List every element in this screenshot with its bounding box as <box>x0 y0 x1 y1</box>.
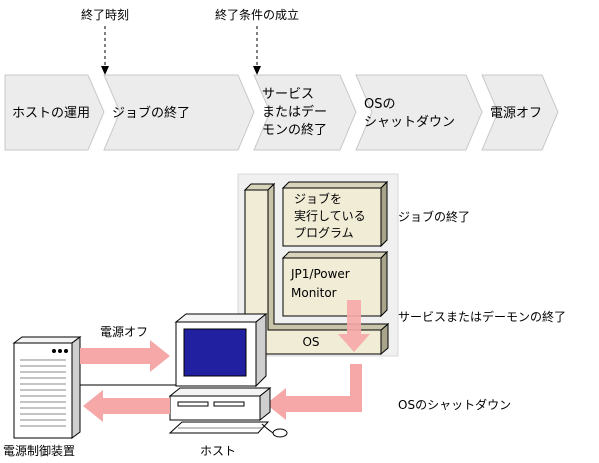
marker-condition-arrowhead <box>253 66 261 75</box>
job-box-side <box>380 180 388 248</box>
job-program-box <box>282 187 382 247</box>
power-control-unit <box>12 336 82 439</box>
stage-job-end-label: ジョブの終了 <box>112 105 190 121</box>
job-program-line3: プログラム <box>294 226 354 240</box>
stage-power-off-label: 電源オフ <box>490 106 542 121</box>
power-unit-led-1 <box>52 349 56 353</box>
power-off-label: 電源オフ <box>100 325 148 339</box>
monitor-side <box>255 312 267 388</box>
monitor-screen <box>183 328 247 377</box>
stage-service-end-line1: サービス <box>262 87 314 102</box>
drive-slot-1 <box>177 401 209 407</box>
jp1-power-monitor-box <box>282 257 382 317</box>
drive-slot-2 <box>213 401 245 407</box>
marker-end-time-arrowhead <box>101 66 109 75</box>
system-unit-top <box>168 387 272 397</box>
power-unit-led-3 <box>64 349 68 353</box>
stage-service-end-line2: またはデー <box>262 104 327 120</box>
stage-job-end <box>103 74 255 151</box>
jp1-box-top <box>281 251 389 259</box>
stage-service-end-line3: モンの終了 <box>262 122 327 138</box>
jp1-line2: Monitor <box>291 286 337 300</box>
monitor-top <box>174 313 268 323</box>
stage-os-shutdown-line2: シャットダウン <box>364 115 455 130</box>
job-program-line1: ジョブを <box>294 191 342 206</box>
host-computer <box>168 312 288 438</box>
stage-power-off <box>481 74 559 151</box>
system-unit-body <box>169 395 261 421</box>
host-label: ホスト <box>200 444 236 458</box>
job-program-line2: 実行している <box>294 208 366 223</box>
power-off-arrow <box>80 340 170 372</box>
mouse-cable <box>261 423 274 434</box>
stage-os-shutdown-line1: OSの <box>364 97 396 112</box>
mouse <box>272 428 288 438</box>
side-label-job-end: ジョブの終了 <box>398 209 470 224</box>
power-unit-led-2 <box>58 349 62 353</box>
timeline: 終了時刻 終了条件の成立 ホストの運用 ジョブの終了 サービス またはデー モン… <box>4 7 559 151</box>
power-unit-label: 電源制御装置 <box>3 443 75 458</box>
side-label-os-shutdown: OSのシャットダウン <box>398 397 511 412</box>
power-unit-top <box>12 336 82 344</box>
host-to-power-unit-arrow <box>83 390 170 422</box>
power-unit-side <box>71 336 81 439</box>
os-shutdown-arrow <box>266 364 362 420</box>
side-label-service-end: サービスまたはデーモンの終了 <box>398 309 566 324</box>
jp1-to-os-arrow <box>338 300 370 352</box>
stage-host-operation <box>4 74 105 151</box>
stage-host-operation-label: ホストの運用 <box>12 106 90 121</box>
job-box-top <box>281 181 389 189</box>
stage-os-shutdown <box>355 74 483 151</box>
jp1-box-side <box>380 250 388 318</box>
marker-condition-label: 終了条件の成立 <box>215 7 299 22</box>
marker-end-time-label: 終了時刻 <box>81 7 129 22</box>
os-label: OS <box>302 335 319 349</box>
stage-service-end <box>253 74 357 151</box>
jp1-line1: JP1/Power <box>290 267 350 281</box>
